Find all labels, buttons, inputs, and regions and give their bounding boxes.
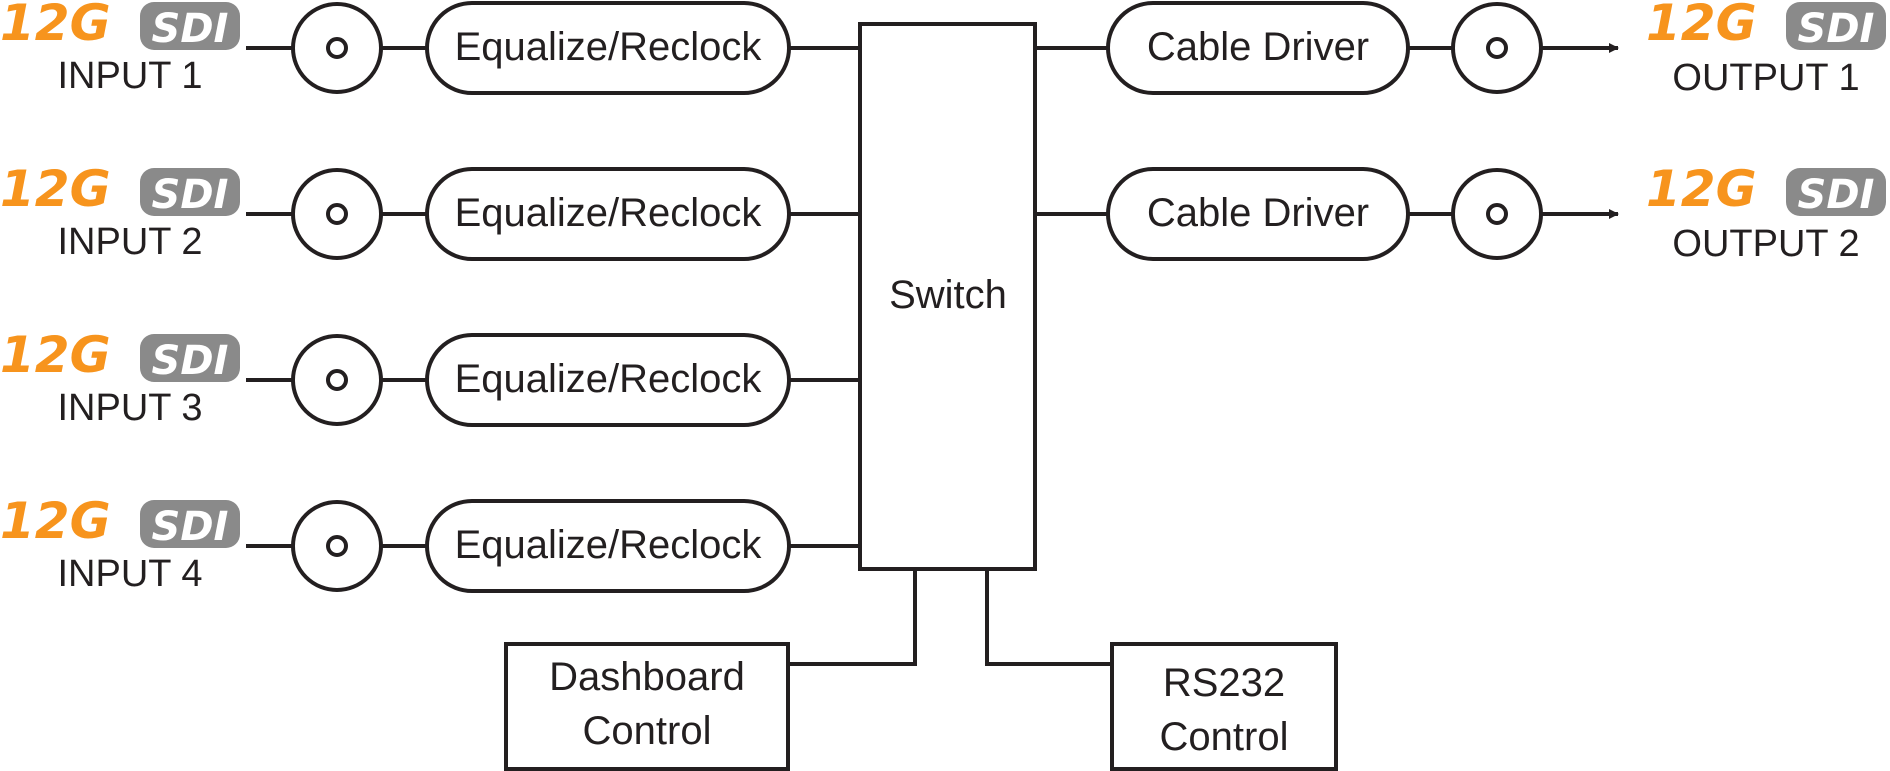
output-row-2: Cable Driver 12G SDI OUTPUT 2 — [1035, 160, 1886, 265]
logo-sdi-text: SDI — [152, 172, 229, 218]
rs232-control-label-line2: Control — [1160, 715, 1289, 759]
input-label: INPUT 3 — [57, 387, 202, 429]
dashboard-control-box — [504, 642, 790, 771]
logo-12g-text: 12G — [1646, 160, 1757, 218]
12g-sdi-logo: 12G SDI — [0, 326, 240, 384]
logo-sdi-badge — [140, 500, 240, 548]
switch-label: Switch — [889, 273, 1007, 317]
bnc-connector-icon — [291, 2, 383, 94]
output-label: OUTPUT 2 — [1672, 223, 1859, 265]
rs232-control-box — [1110, 642, 1338, 771]
logo-sdi-text: SDI — [152, 504, 229, 550]
logo-12g-text: 12G — [0, 492, 111, 550]
logo-sdi-text: SDI — [1798, 6, 1875, 52]
bnc-connector-icon — [1451, 168, 1543, 260]
12g-sdi-logo: 12G SDI — [0, 0, 240, 52]
input-row-2: 12G SDI INPUT 2 Equalize/Reclock — [0, 160, 860, 263]
logo-sdi-text: SDI — [152, 338, 229, 384]
12g-sdi-logo: 12G SDI — [1646, 160, 1886, 218]
cable-driver-label: Cable Driver — [1147, 191, 1369, 235]
logo-sdi-badge — [1786, 168, 1886, 216]
logo-sdi-badge — [140, 168, 240, 216]
dashboard-control-label-line2: Control — [583, 709, 712, 753]
logo-sdi-badge — [140, 334, 240, 382]
output-row-1: Cable Driver 12G SDI OUTPUT 1 — [1035, 0, 1886, 99]
rs232-control-connector — [985, 569, 1112, 666]
input-row-1: 12G SDI INPUT 1 Equalize/Reclock — [0, 0, 860, 97]
rs232-control-label-line1: RS232 — [1163, 661, 1285, 705]
switch-block: Switch — [858, 22, 1037, 571]
input-row-3: 12G SDI INPUT 3 Equalize/Reclock — [0, 326, 860, 429]
logo-sdi-text: SDI — [1798, 172, 1875, 218]
input-label: INPUT 4 — [57, 553, 202, 595]
equalize-reclock-label: Equalize/Reclock — [455, 25, 763, 69]
12g-sdi-logo: 12G SDI — [0, 160, 240, 218]
dashboard-control-block: Dashboard Control — [504, 642, 790, 771]
cable-driver-label: Cable Driver — [1147, 25, 1369, 69]
output-label: OUTPUT 1 — [1672, 57, 1859, 99]
input-label: INPUT 1 — [57, 55, 202, 97]
bnc-connector-icon — [291, 500, 383, 592]
logo-sdi-badge — [140, 2, 240, 50]
logo-12g-text: 12G — [0, 0, 111, 52]
logo-sdi-badge — [1786, 2, 1886, 50]
12g-sdi-logo: 12G SDI — [0, 492, 240, 550]
equalize-reclock-label: Equalize/Reclock — [455, 523, 763, 567]
bnc-connector-icon — [1451, 2, 1543, 94]
logo-12g-text: 12G — [1646, 0, 1757, 52]
switch-box — [858, 22, 1037, 571]
12g-sdi-logo: 12G SDI — [1646, 0, 1886, 52]
input-label: INPUT 2 — [57, 221, 202, 263]
dashboard-control-connector — [788, 569, 917, 666]
logo-12g-text: 12G — [0, 326, 111, 384]
dashboard-control-label-line1: Dashboard — [549, 655, 745, 699]
input-row-4: 12G SDI INPUT 4 Equalize/Reclock — [0, 492, 860, 595]
rs232-control-block: RS232 Control — [1110, 642, 1338, 771]
bnc-connector-icon — [291, 334, 383, 426]
equalize-reclock-label: Equalize/Reclock — [455, 191, 763, 235]
bnc-connector-icon — [291, 168, 383, 260]
equalize-reclock-label: Equalize/Reclock — [455, 357, 763, 401]
logo-sdi-text: SDI — [152, 6, 229, 52]
logo-12g-text: 12G — [0, 160, 111, 218]
